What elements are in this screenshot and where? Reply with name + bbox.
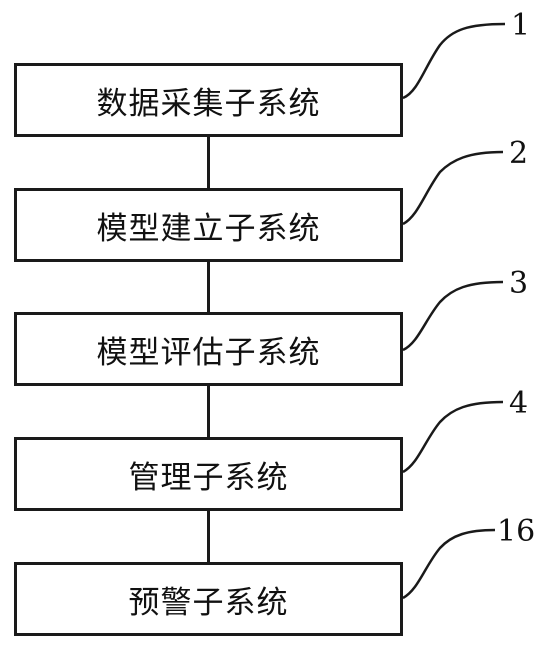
leader-line bbox=[402, 528, 496, 600]
leader-line bbox=[402, 22, 506, 100]
leader-line bbox=[402, 400, 504, 474]
box-model-building-subsystem: 模型建立子系统 bbox=[14, 188, 403, 262]
connector-line bbox=[207, 511, 210, 562]
box-data-collection-subsystem: 数据采集子系统 bbox=[14, 63, 403, 137]
box-label: 模型建立子系统 bbox=[96, 210, 321, 247]
connector-line bbox=[207, 386, 210, 437]
connector-line bbox=[207, 262, 210, 312]
connector-line bbox=[207, 137, 210, 188]
box-management-subsystem: 管理子系统 bbox=[14, 437, 403, 511]
reference-numeral: 16 bbox=[497, 514, 536, 549]
box-label: 预警子系统 bbox=[128, 584, 289, 621]
box-label: 数据采集子系统 bbox=[96, 85, 321, 122]
box-model-evaluation-subsystem: 模型评估子系统 bbox=[14, 312, 403, 386]
reference-numeral: 1 bbox=[511, 8, 531, 43]
reference-numeral: 4 bbox=[509, 386, 529, 421]
box-label: 管理子系统 bbox=[128, 459, 289, 496]
box-label: 模型评估子系统 bbox=[96, 334, 321, 371]
reference-numeral: 2 bbox=[509, 136, 529, 171]
reference-numeral: 3 bbox=[509, 266, 529, 301]
leader-line bbox=[402, 150, 504, 226]
leader-line bbox=[402, 280, 504, 352]
box-warning-subsystem: 预警子系统 bbox=[14, 562, 403, 636]
